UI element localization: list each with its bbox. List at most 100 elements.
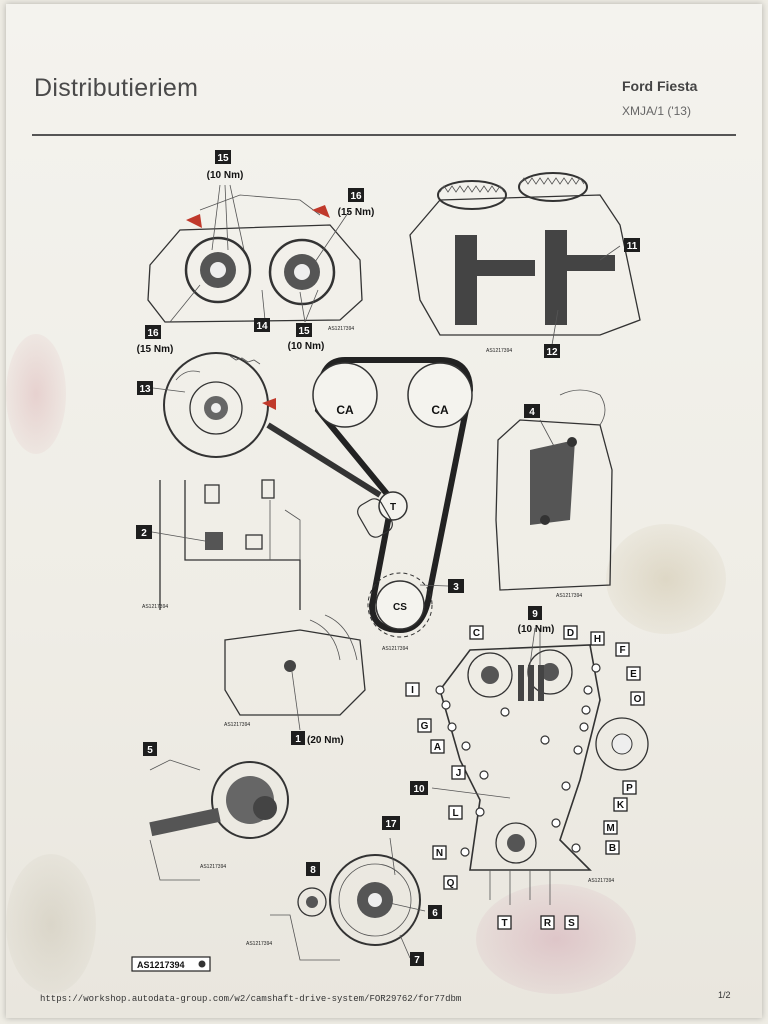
bolt-letter-box [540,915,555,930]
bolt-letter: J [456,768,462,779]
pulley-holding-tool-panel [149,759,289,881]
callout-15-num: 15 [217,153,229,164]
bolt-letter: A [434,742,441,753]
callout-9 [528,606,542,620]
figure-ref: AS1217394 [142,604,168,610]
bolt-letter-box [613,797,628,812]
callout-3-num: 3 [453,582,459,593]
bolt-letter: R [544,918,552,929]
crankshaft-label: CS [393,602,407,613]
bolt-letter-box [432,845,447,860]
belt-routing [312,357,474,638]
page-number: 1/2 [718,990,731,1000]
figure-ref: AS1217394 [556,593,582,599]
figure-ref: AS1217394 [224,722,250,728]
main-ref-code: AS1217394 [137,960,185,970]
footer-url[interactable]: https://workshop.autodata-group.com/w2/c… [40,994,462,1004]
bolt-letter: I [411,685,414,696]
bolt-letter-box [622,780,637,795]
callout-8 [306,862,320,876]
callout-1-num: 1 [295,734,301,745]
torque-9: (10 Nm) [518,624,555,635]
callout-16 [348,188,364,202]
figure-ref: AS1217394 [246,941,272,947]
callout-2 [136,525,152,539]
bolt-letter-box [615,642,630,657]
callout-13-num: 13 [139,384,151,395]
callout-4-num: 4 [529,407,535,418]
figure-ref: AS1217394 [588,878,614,884]
callout-7-num: 7 [414,955,420,966]
bolt-letter-box [605,840,620,855]
camshaft-pulley-left [312,362,378,428]
copyright-icon [198,960,206,968]
callout-15 [296,323,312,337]
bolt-letter-box [405,682,420,697]
ca-label-left: CA [336,403,354,417]
main-ref-box [131,956,211,972]
bolt-letter: N [436,848,443,859]
bolt-letter-box [603,820,618,835]
bolt-letter-box [448,805,463,820]
bolt-letter: C [473,628,480,639]
callout-14 [254,318,270,332]
callout-11-num: 11 [627,241,638,252]
bolt-letter: S [568,918,575,929]
callout-16-num: 16 [147,328,159,339]
torque-16: (15 Nm) [137,344,174,355]
bolt-letter: H [594,634,601,645]
bolt-letter-box [430,739,445,754]
crank-pulley-panel [270,837,426,961]
callout-12-num: 12 [546,347,558,358]
bolt-letter: B [609,843,616,854]
callout-6-num: 6 [432,908,438,919]
crankshaft-pulley [375,580,425,630]
bolt-letter: M [606,823,614,834]
callout-5 [143,742,157,756]
bolt-letter-box [451,765,466,780]
bolt-letter: L [452,808,458,819]
bolt-letter-box [417,718,432,733]
callout-7 [410,952,424,966]
bolt-letter: F [619,645,625,656]
engine-code: XMJA/1 ('13) [622,104,691,118]
callout-1 [291,731,305,745]
callout-17-num: 17 [385,819,397,830]
figure-ref: AS1217394 [328,326,354,332]
bolt-sequence-letters: C D H F E O I G A J P K L M N B Q T R [405,625,645,930]
bolt-letter: K [617,800,625,811]
torque-15: (10 Nm) [207,170,244,181]
callout-6 [428,905,442,919]
tensioner-pulley [378,491,408,521]
bolt-letter-box [443,875,458,890]
camshaft-locking-panel [409,172,641,346]
header-divider [32,134,736,136]
torque-1: (20 Nm) [307,735,344,746]
bolt-letter-box [630,691,645,706]
camshaft-pulley-right [407,362,473,428]
bolt-letter: D [567,628,574,639]
bolt-letter: T [501,918,507,929]
camshaft-pulley-panel [147,184,363,323]
figure-ref: AS1217394 [486,348,512,354]
bolt-letter-box [590,631,605,646]
page-title: Distributieriem [34,74,199,102]
bolt-letter: O [634,694,642,705]
torque-15: (10 Nm) [288,341,325,352]
bolt-letter-box [469,625,484,640]
figure-ref: AS1217394 [200,864,226,870]
bolt-letter-box [497,915,512,930]
bolt-letter-box [564,915,579,930]
bolt-letter: P [626,783,633,794]
bolt-letter-box [626,666,641,681]
callout-10-num: 10 [413,784,425,795]
callout-11 [624,238,640,252]
bolt-markers [435,663,601,857]
callout-17 [382,816,400,830]
bolt-letter-box [563,625,578,640]
plug-panel [159,479,301,610]
callout-4 [524,404,540,418]
callout-8-num: 8 [310,865,316,876]
callout-10 [410,781,428,795]
callout-15-num: 15 [298,326,310,337]
